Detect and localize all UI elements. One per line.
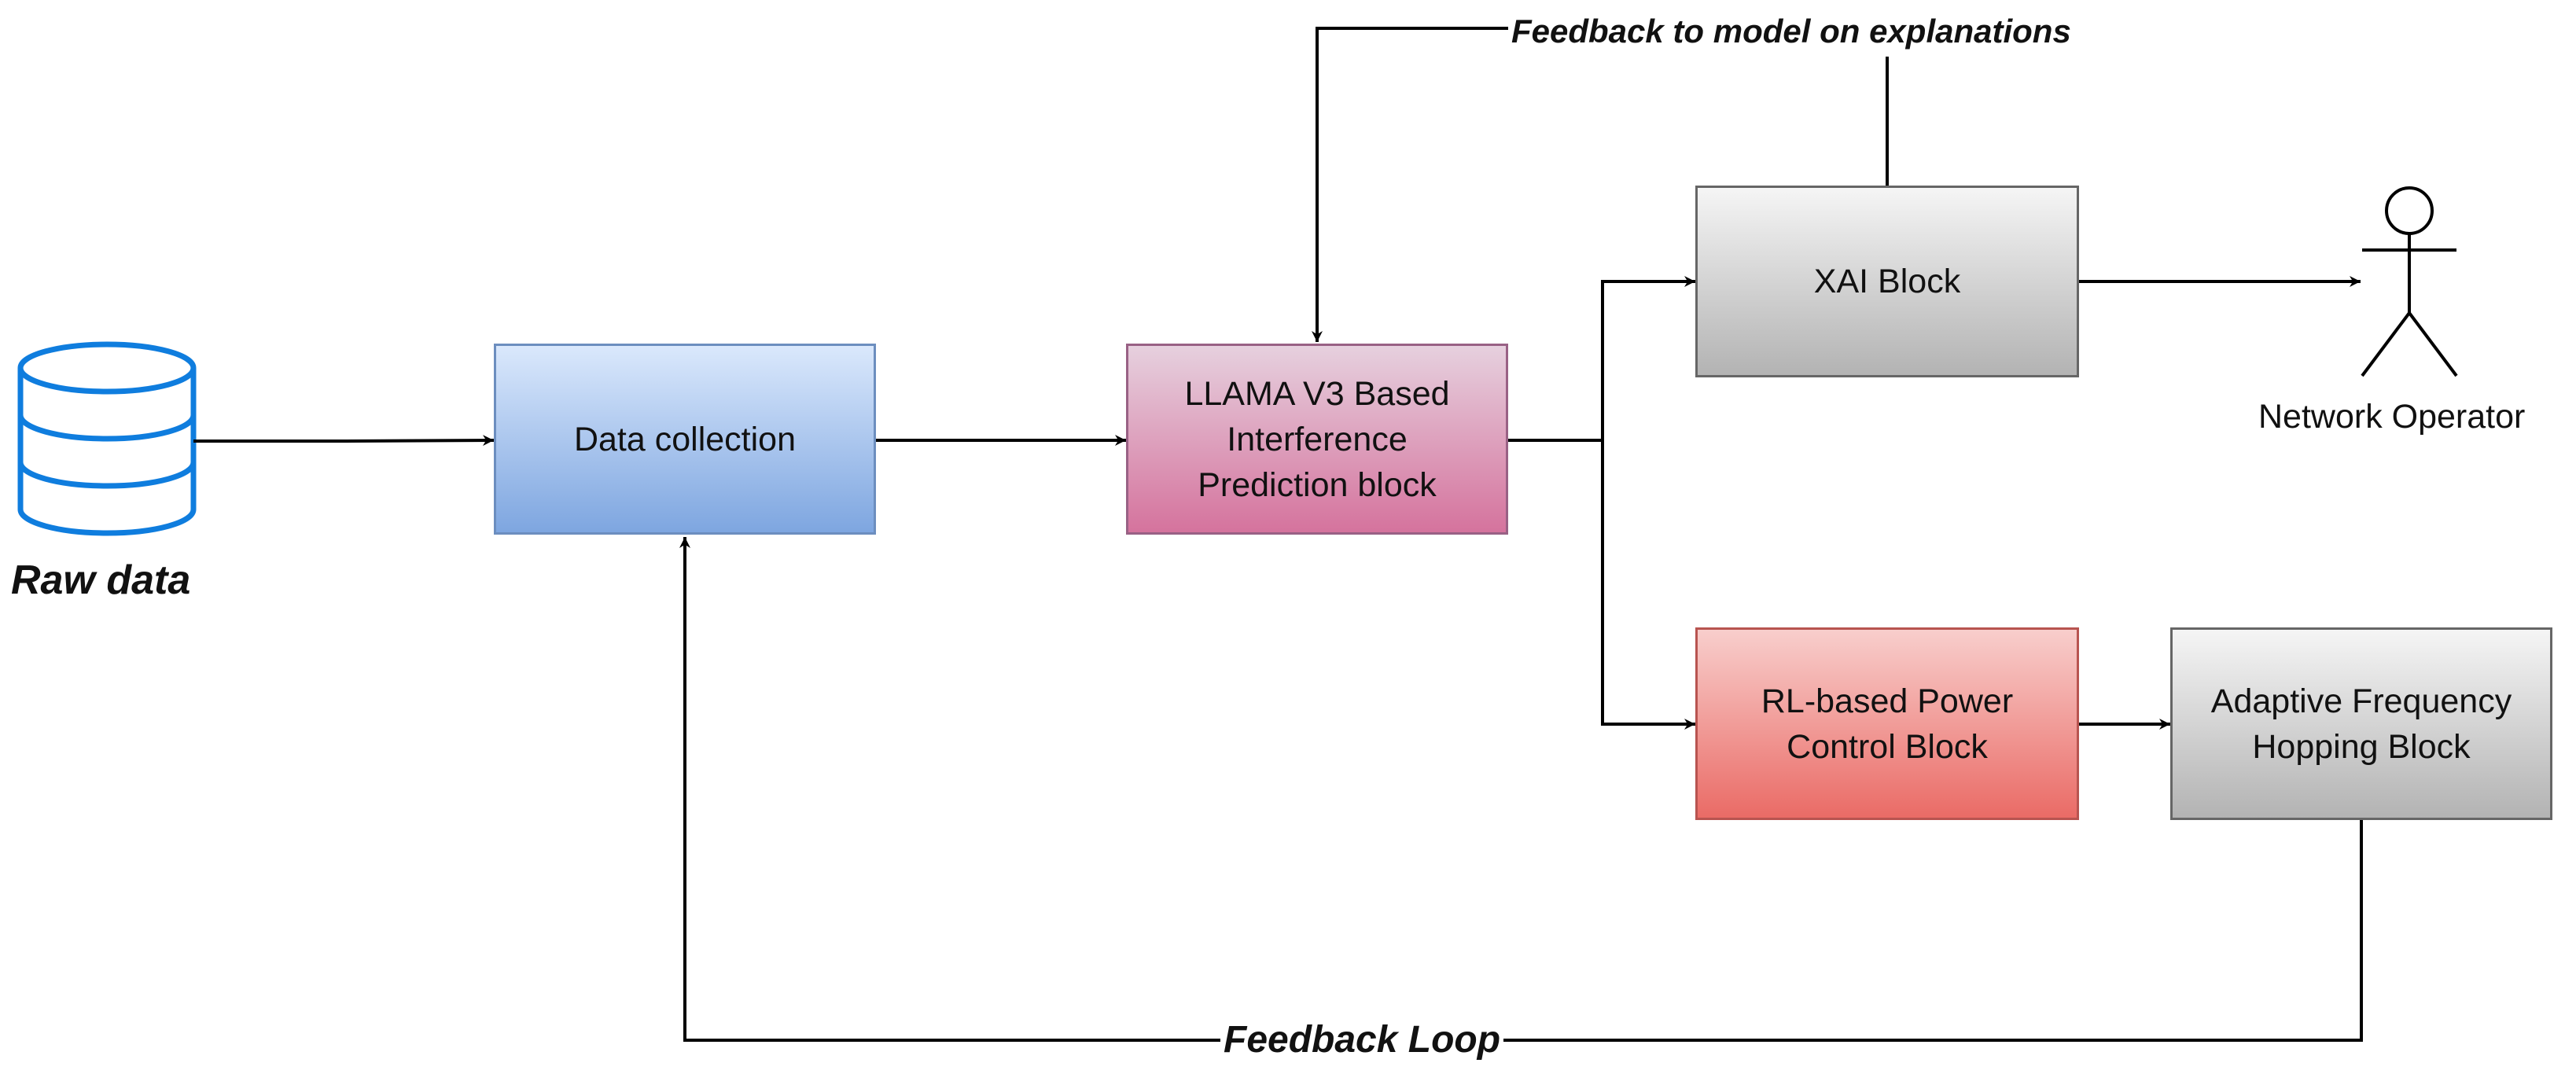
- network-operator-label: Network Operator: [2258, 398, 2526, 436]
- feedback-loop-label: Feedback Loop: [1220, 1018, 1504, 1061]
- rl-power-control-block[interactable]: RL-based Power Control Block: [1695, 627, 2079, 820]
- data-collection-block[interactable]: Data collection: [494, 344, 876, 535]
- edge-feedback-to-llama: [1312, 27, 1508, 342]
- feedback-explanations-label: Feedback to model on explanations: [1508, 13, 2074, 50]
- edge-branch-to-xai: [1601, 276, 1695, 440]
- network-operator-icon: [2361, 186, 2458, 377]
- adaptive-frequency-hopping-block[interactable]: Adaptive Frequency Hopping Block: [2170, 627, 2552, 820]
- edge-raw-to-collection: [193, 435, 495, 447]
- database-icon: [17, 341, 197, 536]
- edge-branch-to-rl: [1601, 440, 1695, 730]
- llama-prediction-block[interactable]: LLAMA V3 Based Interference Prediction b…: [1126, 344, 1508, 535]
- raw-data-label: Raw data: [11, 557, 191, 603]
- edge-feedback-loop: [679, 537, 2363, 1042]
- xai-block[interactable]: XAI Block: [1695, 186, 2079, 377]
